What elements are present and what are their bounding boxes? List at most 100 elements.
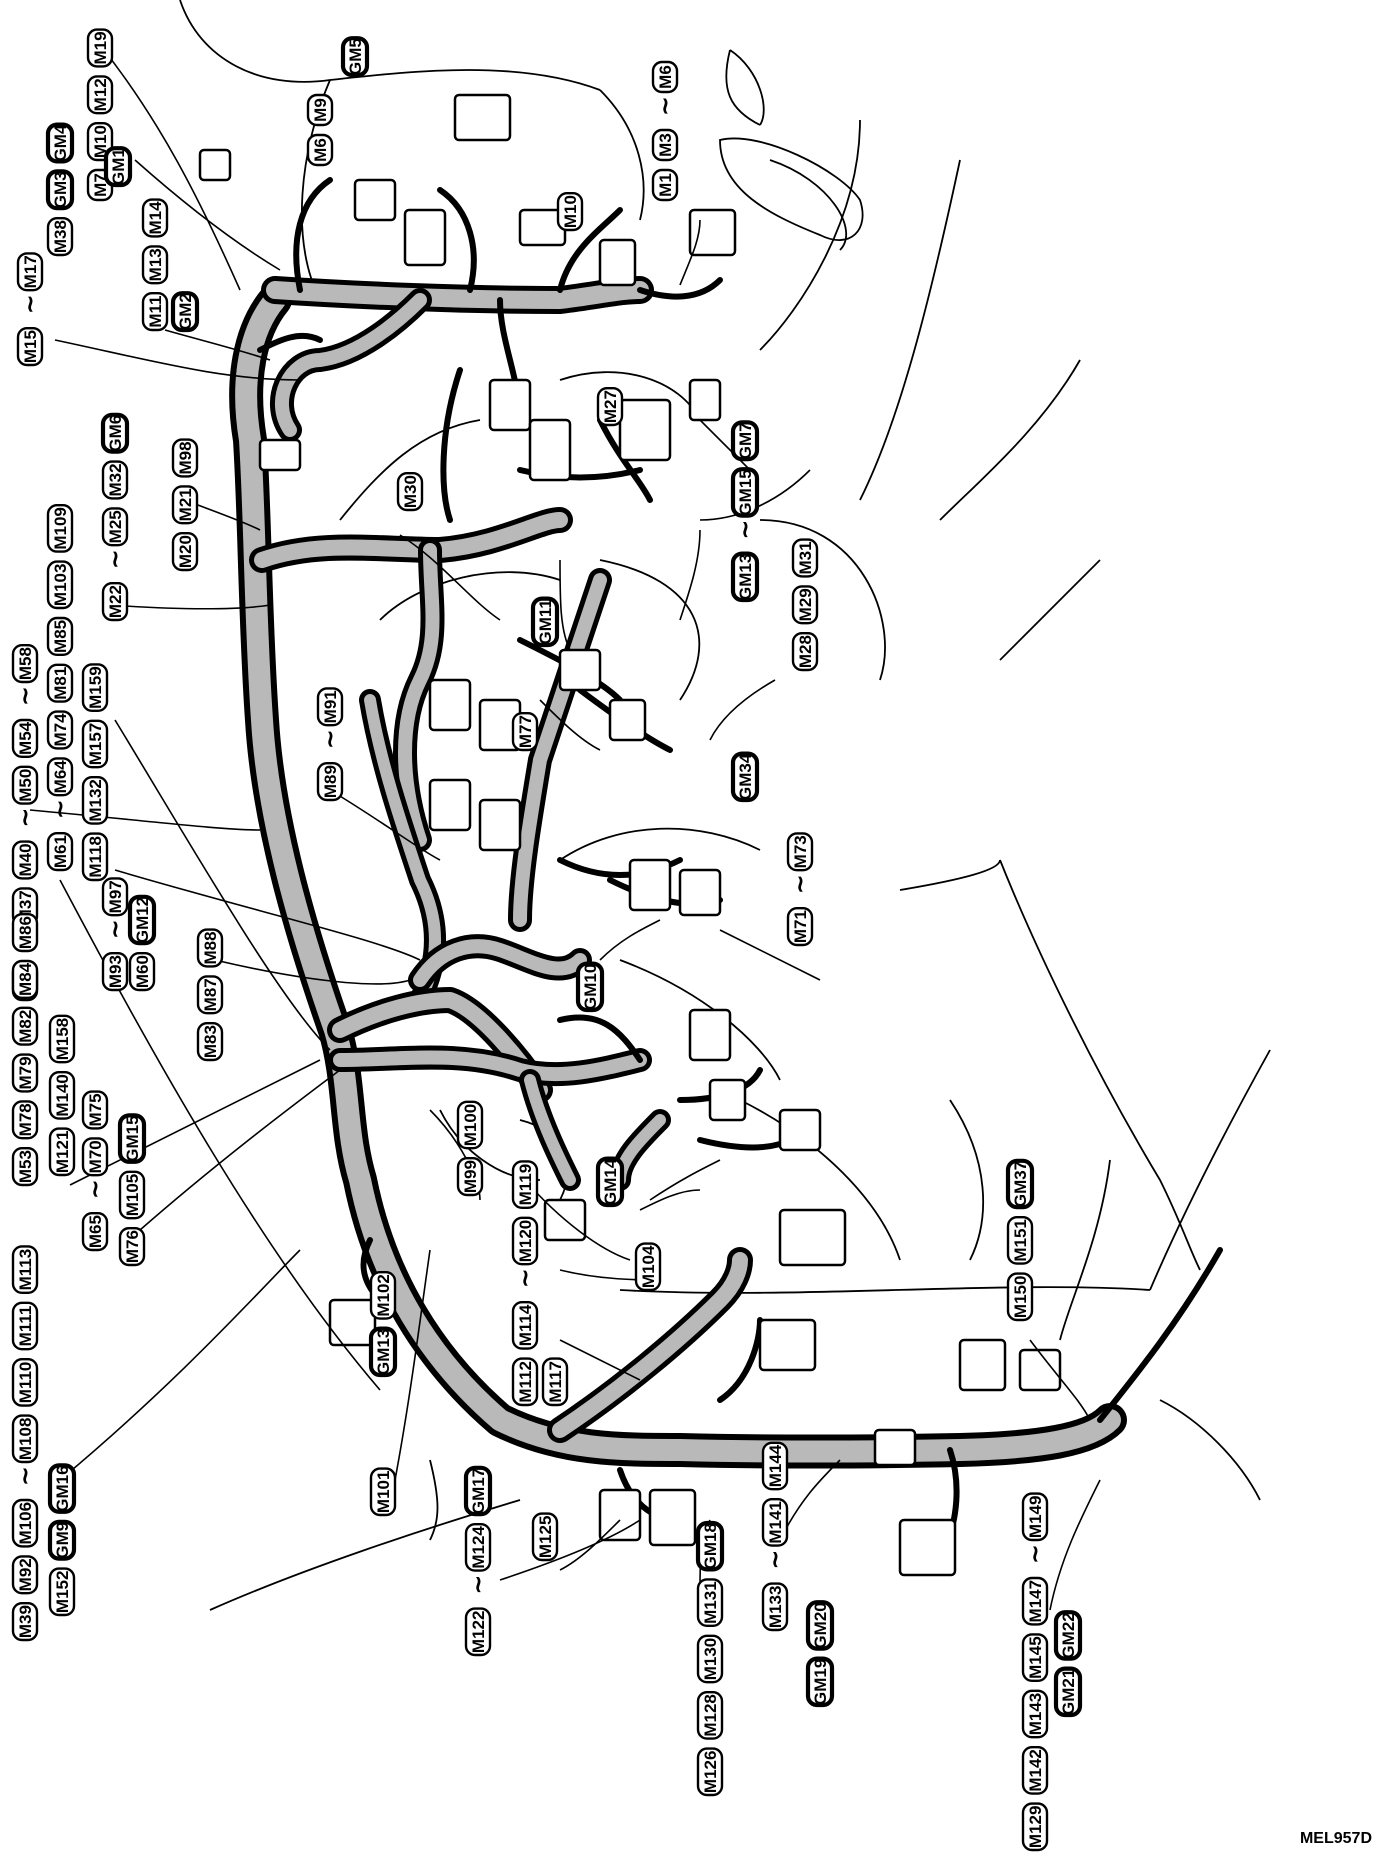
connector-label: M75 <box>86 1093 105 1126</box>
connector-label: M150 <box>1011 1276 1030 1319</box>
connector-label: M64 <box>51 760 70 794</box>
connector-label: M10 <box>91 125 110 158</box>
ground-point-label: GM14 <box>601 1158 620 1205</box>
connector-label-frame <box>1021 1492 1049 1542</box>
connector-label-frame <box>791 585 819 625</box>
connector-label: M142 <box>1026 1749 1045 1792</box>
connector-label-frame <box>46 217 74 257</box>
connector-label: M117 <box>546 1361 565 1403</box>
connector-label-frame <box>791 632 819 672</box>
connector-label: M58 <box>16 647 35 680</box>
connector-label: M61 <box>51 835 70 868</box>
connector-label: M120 <box>516 1220 535 1263</box>
connector-label: M19 <box>91 31 110 64</box>
ground-point-label: GM15 <box>123 1115 142 1161</box>
connector-label: M3 <box>656 133 675 157</box>
connector-label: M65 <box>86 1215 105 1248</box>
connector-label-frame <box>11 1555 39 1595</box>
connector-label-frame <box>48 1567 76 1617</box>
connector-label: M71 <box>791 910 810 943</box>
connector-label-frame <box>141 292 169 332</box>
ground-point-label: GM18 <box>701 1523 720 1569</box>
connector-label-frame <box>81 775 109 825</box>
connector-label: M141 <box>766 1501 785 1544</box>
label-group-g32: GM14 <box>595 1156 625 1208</box>
ground-point-label: GM19 <box>811 1659 830 1705</box>
connector-label: M119 <box>516 1164 535 1206</box>
connector-label: M86 <box>16 916 35 949</box>
connector-label: M157 <box>86 723 105 766</box>
ground-point-label-frame <box>45 169 75 211</box>
connector-label: M29 <box>796 588 815 621</box>
connector-label: M77 <box>516 715 535 748</box>
ground-point-label: GM3 <box>51 171 70 208</box>
ground-point-label-frame <box>340 36 370 78</box>
connector-label-frame <box>46 757 74 797</box>
ground-point-label-frame <box>730 420 760 462</box>
range-tilde: ~ <box>1021 1544 1049 1564</box>
connector-label: M110 <box>16 1362 35 1404</box>
connector-label: M84 <box>16 962 35 996</box>
connector-label: M85 <box>51 620 70 653</box>
connector-label: M131 <box>701 1581 720 1624</box>
range-tilde: ~ <box>511 1268 539 1288</box>
connector-label: M31 <box>796 541 815 574</box>
connector-label-frame <box>101 582 129 622</box>
connector-label-frame <box>46 504 74 553</box>
connector-label-frame <box>531 1512 559 1562</box>
connector-label: M121 <box>53 1131 72 1174</box>
label-group-g04: M10 <box>556 192 584 232</box>
connector-label: M54 <box>16 721 35 755</box>
connector-label: M151 <box>1011 1219 1030 1262</box>
connector-label-frame <box>306 133 334 167</box>
connector-label: M22 <box>106 585 125 618</box>
connector-label-frame <box>511 1216 539 1266</box>
connector-label: M99 <box>461 1160 480 1193</box>
range-tilde: ~ <box>16 294 44 314</box>
label-group-g02: GM5 <box>340 36 370 78</box>
connector-label: M79 <box>16 1056 35 1089</box>
connector-label-frame <box>651 60 679 94</box>
connector-label-frame <box>11 1147 39 1187</box>
range-tilde: ~ <box>731 520 759 540</box>
connector-label-frame <box>651 128 679 162</box>
connector-label-frame <box>46 663 74 703</box>
ground-point-label-frame <box>117 1113 147 1164</box>
connector-label: M145 <box>1026 1636 1045 1679</box>
label-group-g44: M125 <box>531 1512 559 1562</box>
connector-label: M10 <box>561 195 580 228</box>
connector-label: M83 <box>201 1025 220 1058</box>
connector-label-frame <box>16 252 44 292</box>
connector-label-frame <box>369 1467 397 1517</box>
connector-label-frame <box>81 719 109 769</box>
connector-label-frame <box>556 192 584 232</box>
connector-label-frame <box>101 460 129 500</box>
connector-label-frame <box>101 507 129 547</box>
connector-label-frame <box>306 93 334 127</box>
ground-point-label-frame <box>805 1656 835 1708</box>
connector-label-frame <box>81 1137 109 1177</box>
connector-label: M6 <box>656 65 675 89</box>
connector-label: M25 <box>106 510 125 543</box>
connector-label-frame <box>456 1157 484 1197</box>
label-group-g23: GM34 <box>730 751 760 803</box>
ground-point-label: GM16 <box>53 1465 72 1511</box>
connector-label: M13 <box>146 248 165 281</box>
connector-label: M6 <box>311 138 330 162</box>
connector-label: M147 <box>1026 1580 1045 1623</box>
connector-label-frame <box>171 438 199 478</box>
connector-label-frame <box>596 387 624 427</box>
connector-label-frame <box>511 712 539 752</box>
ground-point-label-frame <box>695 1520 725 1572</box>
